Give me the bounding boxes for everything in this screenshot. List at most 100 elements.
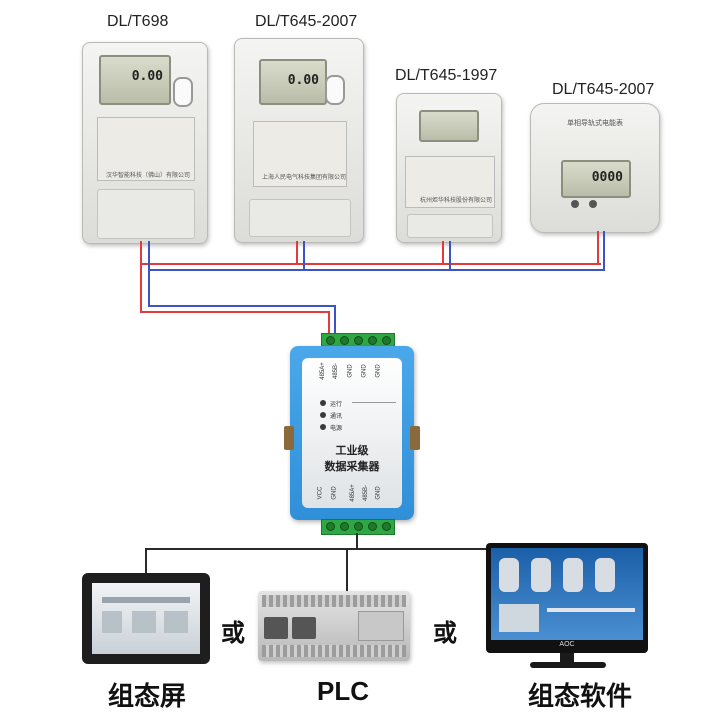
drop-wire-blue-3 (449, 241, 451, 271)
drop-wire-blue-2 (303, 241, 305, 271)
status-led-run (320, 400, 326, 406)
hmi-label: 组态屏 (107, 681, 186, 711)
collector-faceplate: 485A+ 485B- GND GND GND 运行 通讯 电源 工业级 数据采… (302, 358, 402, 508)
bottom-pin-label: 485A+ (349, 484, 356, 502)
meter-model-text: 单相导轨式电能表 (567, 120, 623, 127)
monitor-neck (560, 653, 574, 663)
meter-reading: 0.00 (131, 69, 163, 84)
bottom-pin-label: VCC (317, 486, 324, 500)
terminal-screw (326, 522, 335, 531)
collector-bottom-terminal-block (321, 519, 395, 535)
scada-pipe-graphic (547, 608, 635, 612)
plc-port (264, 617, 288, 639)
bottom-pin-label: GND (331, 486, 338, 500)
drop-wire-blue-4 (603, 231, 605, 271)
terminal-screw (368, 336, 377, 345)
meter-2-protocol-label: DL/T645-2007 (255, 13, 358, 30)
meter-lcd-display: 0.00 (259, 59, 327, 105)
terminal-screw (354, 522, 363, 531)
terminal-screw (354, 336, 363, 345)
output-wire-bus (145, 548, 525, 550)
hmi-touch-panel (82, 573, 210, 664)
meter-button (325, 75, 345, 105)
monitor: AOC (486, 543, 648, 653)
drop-wire-red-3 (442, 241, 444, 265)
top-pin-label: GND (361, 364, 368, 378)
scada-tank-graphic (531, 558, 551, 592)
energy-meter-dlt645-2007: 0.00 上海人民电气科技集团有限公司 (234, 38, 364, 243)
meter-lcd-display (419, 110, 479, 142)
hmi-screen-graphic (132, 611, 156, 633)
meter-nameplate: 汉华智能科技（佛山）有限公司 (97, 117, 195, 181)
scada-tank-graphic (595, 558, 615, 592)
drop-wire-red-1 (140, 241, 142, 312)
bus-wire-blue-lower (148, 305, 336, 307)
meter-nameplate: 杭州炬华科技股份有限公司 (405, 156, 495, 208)
drop-wire-red-4 (597, 231, 599, 265)
drop-wire-blue-1 (148, 241, 150, 306)
plc-port (292, 617, 316, 639)
top-pin-label: GND (375, 364, 382, 378)
meter-terminal-cover (407, 214, 493, 238)
meter-terminal-cover (97, 189, 195, 239)
top-pin-label: 485A+ (319, 362, 326, 380)
meter-led (571, 200, 579, 208)
hmi-screen-graphic (102, 597, 190, 603)
terminal-screw (340, 522, 349, 531)
meter-1-protocol-label: DL/T698 (107, 13, 169, 30)
terminal-screw (382, 522, 391, 531)
energy-meter-dlt698: 0.00 汉华智能科技（佛山）有限公司 (82, 42, 208, 244)
meter-led (589, 200, 597, 208)
status-led-power (320, 424, 326, 430)
led-label: 运行 (330, 402, 343, 408)
meter-button (173, 77, 193, 107)
meter-reading: 0000 (591, 170, 623, 185)
scada-tank-graphic (499, 558, 519, 592)
bottom-pin-label: GND (375, 486, 382, 500)
or-separator-right: 或 (433, 620, 457, 647)
terminal-screw (326, 336, 335, 345)
top-pin-label: 485B- (333, 362, 340, 380)
energy-meter-din-rail: 单相导轨式电能表 0000 (530, 103, 660, 233)
energy-meter-dlt645-1997: 杭州炬华科技股份有限公司 (396, 93, 502, 243)
bus-wire-red-lower (140, 311, 330, 313)
collector-top-terminal-block (321, 333, 395, 349)
led-label: 通讯 (330, 414, 343, 420)
or-separator-left: 或 (221, 620, 245, 647)
nameplate-text: 汉华智能科技（佛山）有限公司 (106, 173, 191, 179)
plc-label: PLC (317, 676, 369, 706)
meter-terminal-cover (249, 199, 351, 237)
meter-lcd-display: 0000 (561, 160, 631, 198)
terminal-screw (340, 336, 349, 345)
meter-nameplate: 上海人民电气科技集团有限公司 (253, 121, 347, 187)
plc-top-terminals (262, 595, 406, 607)
top-pin-label: GND (347, 364, 354, 378)
terminal-screw (368, 522, 377, 531)
terminal-screw (382, 336, 391, 345)
drop-wire-red-2 (296, 241, 298, 265)
collector-name-line2: 数据采集器 (324, 461, 380, 473)
output-wire-drop (356, 533, 358, 549)
nameplate-text: 上海人民电气科技集团有限公司 (262, 175, 347, 181)
output-wire-plc (346, 548, 348, 592)
hmi-screen (92, 583, 200, 654)
faceplate-divider (352, 402, 396, 403)
plc-unit (258, 591, 410, 661)
status-led-comm (320, 412, 326, 418)
hmi-screen-graphic (164, 611, 188, 633)
meter-3-protocol-label: DL/T645-1997 (395, 67, 498, 84)
meter-reading: 0.00 (287, 73, 319, 88)
output-wire-hmi (145, 548, 147, 574)
bus-wire-red-top (140, 263, 601, 265)
nameplate-text: 杭州炬华科技股份有限公司 (420, 198, 493, 204)
hmi-screen-graphic (102, 611, 122, 633)
collector-wire-red (328, 311, 330, 335)
plc-bottom-terminals (262, 645, 406, 657)
collector-name-line1: 工业级 (335, 445, 369, 457)
scada-screen (491, 548, 643, 640)
meter-lcd-display: 0.00 (99, 55, 171, 105)
bus-wire-blue-top (148, 269, 604, 271)
meter-4-protocol-label: DL/T645-2007 (552, 81, 655, 98)
led-label: 电源 (330, 426, 343, 432)
monitor-brand-logo: AOC (559, 641, 575, 648)
